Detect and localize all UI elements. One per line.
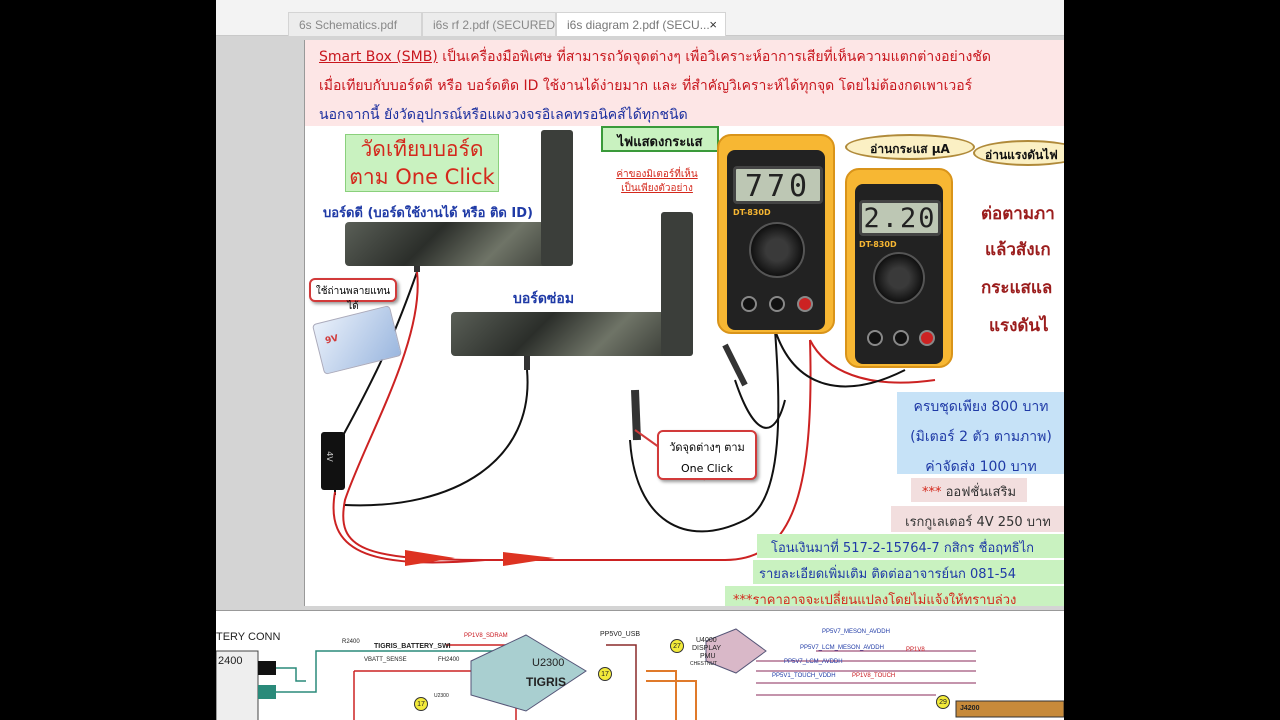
probe-jack [919, 330, 935, 346]
marker-17b: 17 [414, 697, 428, 711]
current-light-badge: ไฟแสดงกระแส [601, 126, 719, 152]
battery-brand: 9V [324, 333, 340, 347]
r2400-label: R2400 [342, 639, 360, 645]
option-stars: *** [921, 485, 942, 500]
u2300-small-label: U2300 [434, 693, 449, 699]
voltage-reading: 2.20 [859, 200, 941, 236]
compare-badge: วัดเทียบบอร์ด ตาม One Click [345, 134, 499, 192]
intro-line-1: Smart Box (SMB) เป็นเครื่องมือพิเศษ ที่ส… [319, 46, 991, 68]
vbatt-sense-label: VBATT_SENSE [364, 657, 407, 663]
probe-jack [867, 330, 883, 346]
app-window: 6s Schematics.pdf i6s rf 2.pdf (SECURED)… [216, 0, 1064, 720]
tigris-label: TIGRIS [526, 675, 567, 689]
tab-i6s-diagram-2[interactable]: i6s diagram 2.pdf (SECU...× [556, 12, 726, 36]
tab-label: 6s Schematics.pdf [299, 18, 398, 32]
transfer-line-3: ***ราคาอาจจะเปลี่ยนแปลงโดยไม่แจ้งให้ทราบ… [725, 586, 1064, 606]
u2300-label: U2300 [532, 657, 565, 669]
transfer-line-2: รายละเอียดเพิ่มเติม ติดต่ออาจารย์นก 081-… [753, 560, 1064, 584]
close-icon[interactable]: × [709, 17, 717, 32]
marker-29: 29 [936, 695, 950, 709]
repair-board-image [451, 312, 667, 356]
pp5v0-usb-label: PP5V0_USB [600, 631, 641, 638]
good-board-label: บอร์ดดี (บอร์ดใช้งานได้ หรือ ติด ID) [323, 206, 533, 221]
regulator-price: เรกกูเลเตอร์ 4V 250 บาท [891, 506, 1064, 532]
multimeter-voltage: 2.20 DT-830D [845, 168, 953, 368]
module-label: 4V [324, 451, 334, 462]
price-box: ครบชุดเพียง 800 บาท (มิเตอร์ 2 ตัว ตามภา… [897, 392, 1064, 475]
callout-line-1: วัดจุดต่างๆ ตาม [669, 441, 745, 454]
j4200-label: J4200 [960, 705, 980, 712]
pdf-page: Smart Box (SMB) เป็นเครื่องมือพิเศษ ที่ส… [304, 40, 1064, 606]
pp1v8-touch-label: PP1V8_TOUCH [852, 673, 896, 679]
pp1v8-sdram-label: PP1V8_SDRAM [464, 633, 508, 639]
price-line-1: ครบชุดเพียง 800 บาท [913, 399, 1049, 415]
intro-line-2: เมื่อเทียบกับบอร์ดดี หรือ บอร์ดติด ID ใช… [319, 78, 973, 94]
tab-bar: 6s Schematics.pdf i6s rf 2.pdf (SECURED)… [216, 0, 1064, 36]
probe-jack [769, 296, 785, 312]
pp5v7-meson-label: PP5V7_MESON_AVDDH [822, 629, 890, 635]
current-reading: 770 [733, 166, 823, 204]
battery-callout: ใช้ถ่านพลายแทนได้ [309, 278, 397, 312]
pmu-label: PMU [700, 653, 716, 660]
meter-model: DT-830D [733, 208, 771, 217]
regulator-module: 4V [321, 432, 345, 490]
voltage-bubble: อ่านแรงดันไฟ [973, 140, 1064, 166]
intro-band: Smart Box (SMB) เป็นเครื่องมือพิเศษ ที่ส… [305, 40, 1064, 126]
smb-link[interactable]: Smart Box (SMB) [319, 49, 438, 65]
tigris-swi-label: TIGRIS_BATTERY_SWI [374, 643, 451, 650]
tab-label: i6s rf 2.pdf (SECURED) [433, 18, 556, 32]
pdf-viewer[interactable]: Smart Box (SMB) เป็นเครื่องมือพิเศษ ที่ส… [216, 36, 1064, 720]
transfer-line-1: โอนเงินมาที่ 517-2-15764-7 กสิกร ชื่อฤทธ… [757, 534, 1064, 558]
instruction-line-1: ต่อตามภา [981, 204, 1055, 224]
option-badge: *** ออฟชั่นเสริม [911, 478, 1027, 502]
pp5v7-lcm-label: PP5V7_LCM_AVDDH [784, 659, 843, 665]
rotary-dial[interactable] [749, 222, 805, 278]
ref-2400: 2400 [218, 655, 243, 667]
instruction-line-3: กระแสแล [981, 278, 1053, 298]
chestnut-label: CHESTNUT [690, 661, 718, 667]
probe-jack [893, 330, 909, 346]
pp5v1-touch-label: PP5V1_TOUCH_VDDH [772, 673, 836, 679]
u4000-label: U4000 [696, 637, 717, 644]
callout-line-2: One Click [680, 462, 734, 475]
good-board-image [345, 222, 557, 266]
instruction-line-4: แรงดันไ [989, 316, 1049, 336]
instruction-line-2: แล้วสังเก [985, 240, 1051, 260]
display-pmu-label: DISPLAY [692, 645, 722, 652]
repair-board-image-top [661, 212, 693, 356]
compare-line-1: วัดเทียบบอร์ด [360, 137, 484, 161]
marker-27: 27 [670, 639, 684, 653]
current-bubble: อ่านกระแส µA [845, 134, 975, 160]
compare-line-2: ตาม One Click [349, 165, 495, 189]
tab-i6s-rf-2[interactable]: i6s rf 2.pdf (SECURED) [422, 12, 556, 36]
schematic-preview: TERY CONN 2400 R2400 TIGRIS_BATTERY_SWI … [216, 610, 1064, 720]
probe-jack [797, 296, 813, 312]
probe-jack [741, 296, 757, 312]
schematic-wires [216, 628, 1064, 720]
marker-17: 17 [598, 667, 612, 681]
rotary-dial[interactable] [873, 252, 925, 304]
pp1v8-label: PP1V8 [906, 647, 925, 653]
option-label: ออฟชั่นเสริม [941, 485, 1017, 500]
intro-text: เป็นเครื่องมือพิเศษ ที่สามารถวัดจุดต่างๆ… [437, 49, 991, 65]
fh2400-label: FH2400 [438, 657, 460, 663]
price-line-3: ค่าจัดส่ง 100 บาท [925, 459, 1037, 475]
tab-label: i6s diagram 2.pdf (SECU... [567, 18, 710, 32]
repair-board-label: บอร์ดซ่อม [513, 291, 575, 307]
meter-model: DT-830D [859, 240, 897, 249]
pp5v7-lcm-meson-label: PP5V7_LCM_MESON_AVDDH [800, 645, 884, 651]
tab-6s-schematics[interactable]: 6s Schematics.pdf [288, 12, 422, 36]
intro-line-3: นอกจากนี้ ยังวัดอุปกรณ์หรือแผงวงจรอิเลคท… [319, 107, 688, 123]
meter-note: ค่าของมิเตอร์ที่เห็น เป็นเพียงตัวอย่าง [616, 169, 698, 194]
multimeter-current: 770 DT-830D [717, 134, 835, 334]
current-light-label: ไฟแสดงกระแส [617, 135, 703, 150]
price-line-2: (มิเตอร์ 2 ตัว ตามภาพ) [910, 429, 1052, 445]
battery-conn-label: TERY CONN [216, 631, 281, 643]
measure-callout: วัดจุดต่างๆ ตาม One Click [657, 430, 757, 480]
good-board-image-top [541, 130, 573, 266]
